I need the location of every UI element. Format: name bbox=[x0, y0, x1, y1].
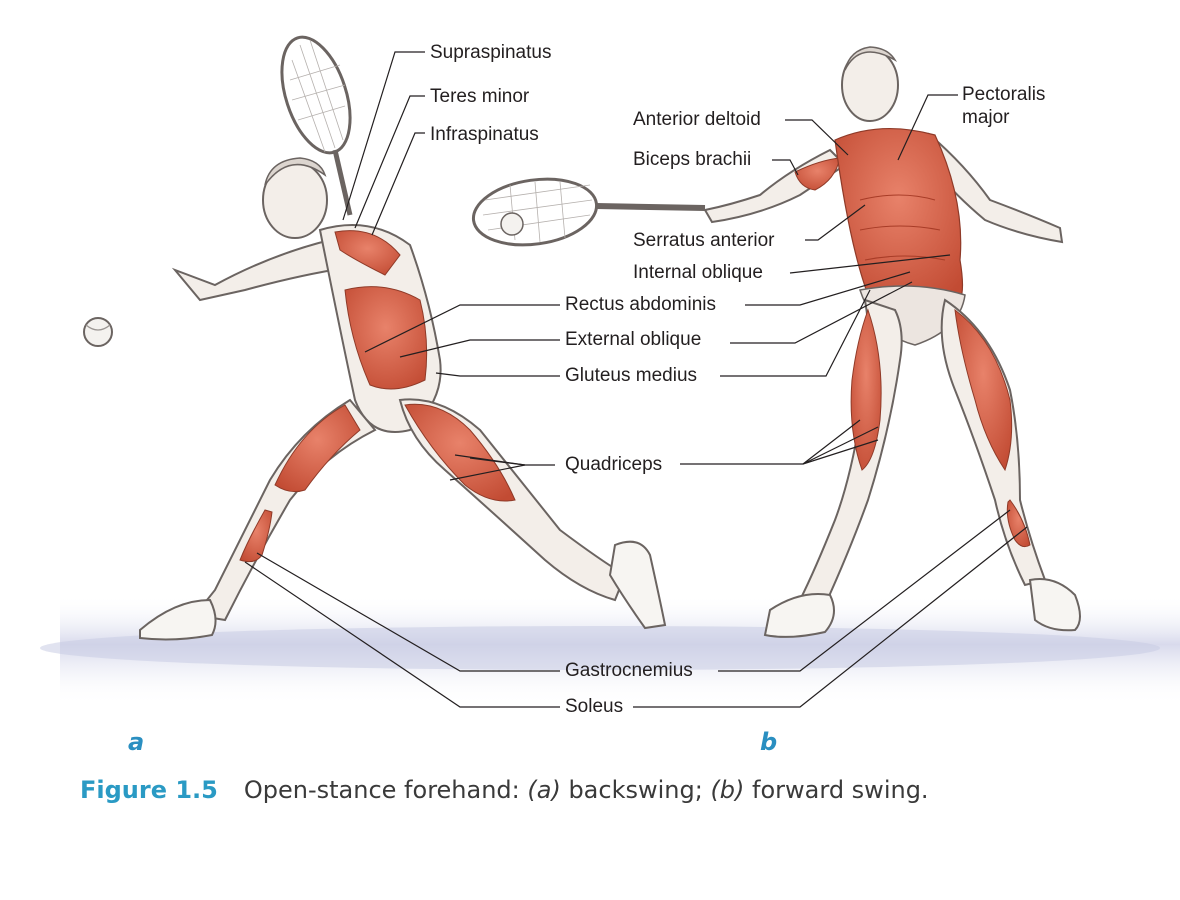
panel-label-b: b bbox=[760, 728, 778, 756]
figure-caption: Figure 1.5 Open-stance forehand: (a) back… bbox=[80, 776, 929, 804]
label-teres-minor: Teres minor bbox=[430, 86, 530, 107]
figure-b-forward-swing bbox=[471, 46, 1081, 638]
racket-a-icon bbox=[280, 35, 353, 216]
racket-b-icon bbox=[471, 177, 706, 247]
label-anterior-deltoid: Anterior deltoid bbox=[633, 109, 761, 130]
label-serratus-anterior: Serratus anterior bbox=[633, 230, 775, 251]
figure-a-backswing bbox=[83, 35, 667, 641]
caption-part-b: (b) bbox=[710, 776, 745, 804]
label-pectoralis-major-line1: Pectoralis bbox=[962, 84, 1046, 105]
label-quadriceps: Quadriceps bbox=[565, 454, 663, 475]
label-soleus: Soleus bbox=[565, 696, 624, 717]
label-biceps-brachii: Biceps brachii bbox=[633, 149, 752, 170]
tennis-ball-icon bbox=[83, 317, 113, 347]
caption-part-a: (a) bbox=[527, 776, 561, 804]
figure-number: Figure 1.5 bbox=[80, 776, 218, 804]
label-supraspinatus: Supraspinatus bbox=[430, 42, 552, 63]
caption-text-end: forward swing. bbox=[744, 776, 929, 804]
label-pectoralis-major-line2: major bbox=[962, 107, 1010, 128]
label-infraspinatus: Infraspinatus bbox=[430, 124, 539, 145]
leader-lines bbox=[244, 51, 1028, 708]
label-gluteus-medius: Gluteus medius bbox=[565, 365, 698, 386]
label-external-oblique: External oblique bbox=[565, 329, 702, 350]
caption-text-before: Open-stance forehand: bbox=[243, 776, 528, 804]
label-rectus-abdominis: Rectus abdominis bbox=[565, 294, 717, 315]
label-internal-oblique: Internal oblique bbox=[633, 262, 763, 283]
caption-text-mid: backswing; bbox=[560, 776, 711, 804]
ground-shadow bbox=[40, 595, 1180, 705]
panel-label-a: a bbox=[128, 728, 145, 756]
label-gastrocnemius: Gastrocnemius bbox=[565, 660, 693, 681]
